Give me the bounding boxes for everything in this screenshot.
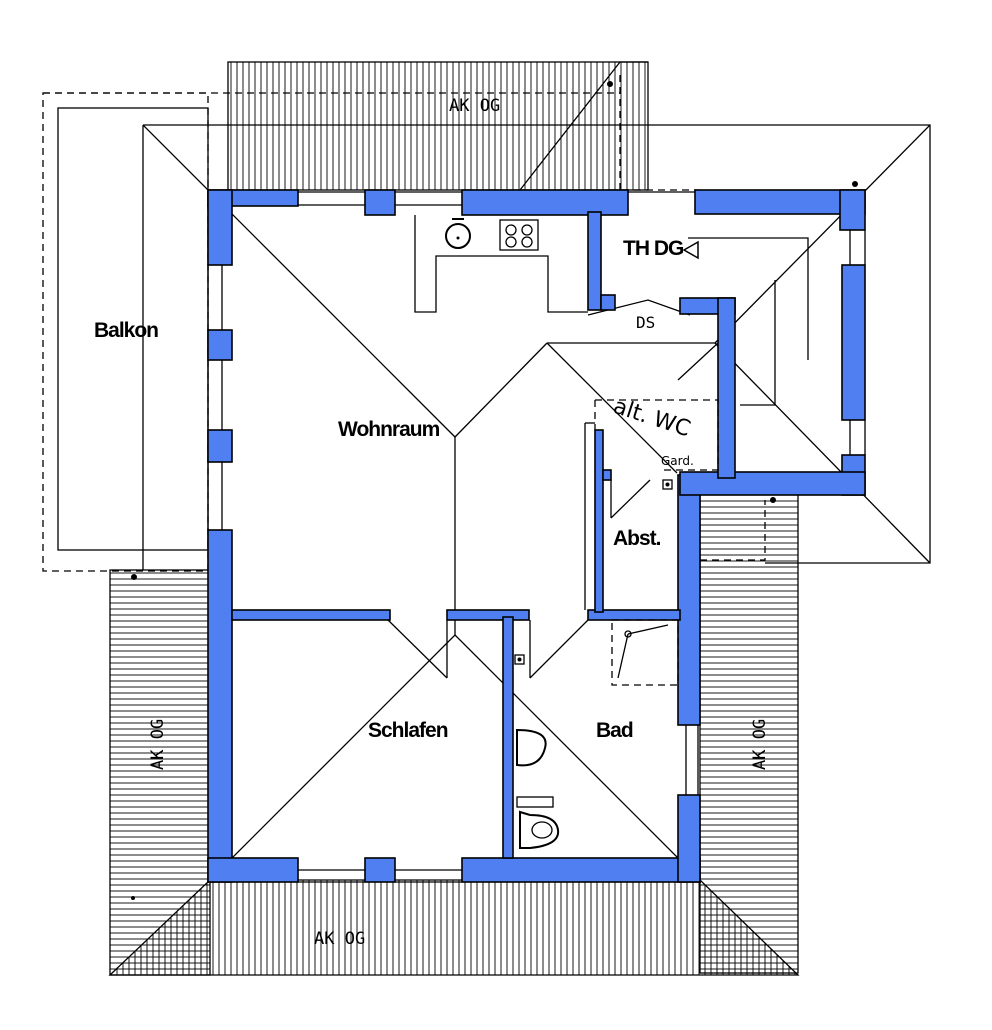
kitchen-counter: [414, 215, 588, 313]
room-label-balkon: Balkon: [94, 319, 158, 342]
roof-label-top: AK OG: [449, 96, 500, 116]
roof-lines: [43, 61, 931, 881]
door-swings: [387, 342, 719, 679]
stove-icon: [499, 219, 539, 251]
washbasin-icon: [516, 728, 547, 767]
toilet-icon: [516, 796, 560, 849]
annotation-gard: Gard.: [661, 454, 694, 468]
room-label-bad: Bad: [596, 719, 633, 742]
room-label-wohnraum: Wohnraum: [338, 418, 440, 441]
alt-wc-outline: [594, 399, 719, 471]
walls: [207, 189, 866, 883]
annotation-alt-wc: alt. WC: [610, 394, 693, 442]
chimney-icon: [131, 81, 858, 900]
window-lines: [207, 191, 866, 883]
sink-icon: [445, 218, 471, 249]
annotation-ds: DS: [636, 313, 655, 332]
room-label-schlafen: Schlafen: [368, 719, 448, 742]
roof-label-bottom: AK OG: [314, 929, 365, 949]
roof-label-left: AK OG: [148, 719, 168, 770]
shower-icon: [611, 619, 679, 686]
room-label-abst: Abst.: [613, 527, 661, 550]
room-label-th-dg: TH DG: [623, 237, 684, 260]
roof-label-right: AK OG: [750, 719, 770, 770]
arrow-icon: [682, 240, 699, 260]
